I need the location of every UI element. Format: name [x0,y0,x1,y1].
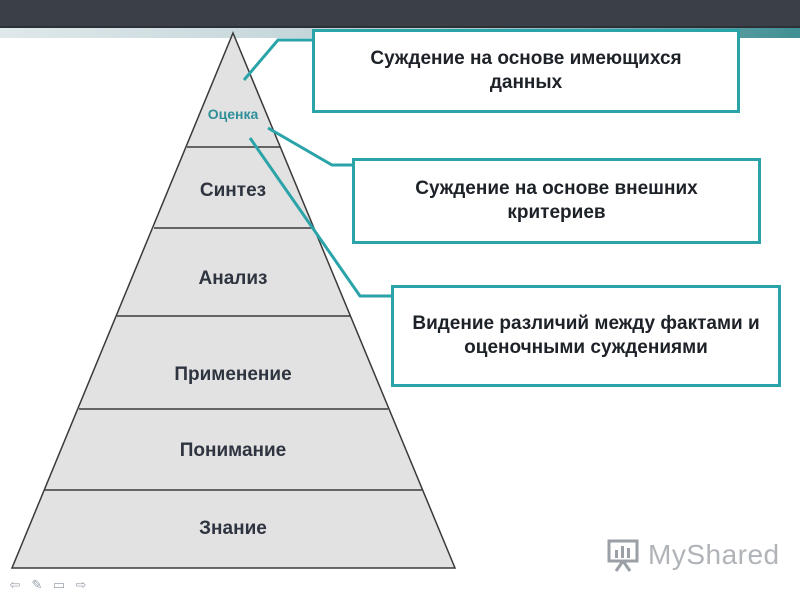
connector-2 [267,126,354,167]
pyramid-level-evaluation: Оценка [207,106,259,122]
pyramid-level-comprehension: Понимание [179,440,287,461]
brand-name: MyShared [648,539,780,570]
top-bar-edge [0,26,800,29]
top-bar [0,0,800,28]
pyramid-level-knowledge: Знание [199,518,267,539]
connector-lines [242,38,393,298]
slide-nav-controls: ⇦ ✎ ▭ ⇨ [8,578,88,592]
screen-icon[interactable]: ▭ [52,577,66,592]
connector-1 [242,38,314,81]
connector-3 [248,137,393,298]
brand-logo: MyShared [606,538,780,572]
pen-icon[interactable]: ✎ [31,577,43,592]
callout-text-1: Суждение на основе имеющихся данных [370,48,682,93]
arrow-left-icon[interactable]: ⇦ [9,577,21,592]
callout-text-2: Суждение на основе внешних критериев [415,178,698,223]
pyramid-level-application: Применение [174,364,292,385]
callout-box-1: Суждение на основе имеющихся данных [312,29,740,113]
callout-text-3: Видение различий между фактами и оценочн… [412,313,760,358]
callout-box-2: Суждение на основе внешних критериев [352,158,761,244]
pyramid-dividers [45,146,422,491]
callout-box-3: Видение различий между фактами и оценочн… [391,285,781,387]
pyramid-level-synthesis: Синтез [199,180,267,201]
presentation-board-icon [607,539,639,572]
pyramid-level-analysis: Анализ [198,268,268,289]
pyramid-shape [10,31,457,569]
arrow-right-icon[interactable]: ⇨ [75,577,87,592]
